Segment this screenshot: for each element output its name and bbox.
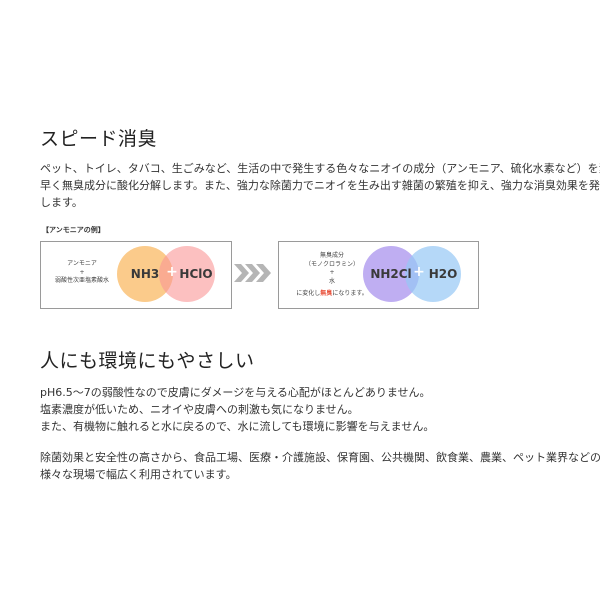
paragraph-line: また、有機物に触れると水に戻るので、水に流しても環境に影響を与えません。: [40, 420, 435, 433]
reactant-line: +: [79, 268, 85, 276]
chem-nh3: NH3: [130, 267, 160, 281]
chem-nh2cl: NH2Cl: [370, 267, 412, 281]
paragraph-line: pH6.5～7の弱酸性なので皮膚にダメージを与える心配がほとんどありません。: [40, 386, 431, 399]
result-pre: に変化し: [296, 290, 321, 297]
triple-chevron-arrow-icon: [234, 264, 271, 282]
product-line: 無臭成分: [319, 252, 344, 259]
reaction-before-box: アンモニア + 弱酸性次亜塩素酸水 NH3 + HClO: [40, 241, 232, 309]
plus-sign: +: [166, 264, 178, 280]
product-result-line: に変化し無臭になります。: [287, 290, 377, 299]
chem-hclo: HClO: [179, 267, 213, 281]
product-line: 水: [328, 277, 335, 285]
section1-paragraph: ペット、トイレ、タバコ、生ごみなど、生活の中で発生する色々なニオイの成分（アンモ…: [40, 160, 600, 211]
paragraph-line: 塩素濃度が低いため、ニオイや皮膚への刺激も気になりません。: [40, 403, 359, 416]
reactant-line: アンモニア: [67, 260, 97, 267]
result-post: になります。: [332, 290, 368, 297]
product-line: +: [329, 269, 335, 276]
section-title-speed-deodorize: スピード消臭: [40, 128, 158, 150]
h2o-circle: [405, 246, 461, 302]
product-description: 無臭成分 （モノクロラミン） + 水 に変化し無臭になります。: [287, 252, 377, 299]
chem-h2o: H2O: [428, 267, 458, 281]
paragraph-line: 様々な現場で幅広く利用されています。: [40, 468, 237, 481]
paragraph-line: ペット、トイレ、タバコ、生ごみなど、生活の中で発生する色々なニオイの成分（アンモ…: [40, 162, 600, 175]
hclo-circle: [159, 246, 215, 302]
paragraph-line: 早く無臭成分に酸化分解します。また、強力な除菌力でニオイを生み出す雑菌の繁殖を抑…: [40, 179, 600, 192]
reactant-description: アンモニア + 弱酸性次亜塩素酸水: [47, 260, 117, 286]
section2-paragraph: pH6.5～7の弱酸性なので皮膚にダメージを与える心配がほとんどありません。 塩…: [40, 384, 580, 435]
paragraph-line: 除菌効果と安全性の高さから、食品工場、医療・介護施設、保育園、公共機関、飲食業、…: [40, 451, 600, 464]
product-line: （モノクロラミン）: [304, 260, 359, 268]
section-title-gentle: 人にも環境にもやさしい: [40, 350, 255, 372]
result-odorless: 無臭: [320, 290, 333, 297]
paragraph-line: します。: [40, 196, 83, 209]
reactant-line: 弱酸性次亜塩素酸水: [54, 277, 109, 284]
plus-sign: +: [413, 264, 425, 280]
example-label: 【アンモニアの例】: [42, 226, 105, 234]
section2-usage-paragraph: 除菌効果と安全性の高さから、食品工場、医療・介護施設、保育園、公共機関、飲食業、…: [40, 449, 600, 483]
reaction-after-box: 無臭成分 （モノクロラミン） + 水 に変化し無臭になります。 NH2Cl + …: [278, 241, 479, 309]
